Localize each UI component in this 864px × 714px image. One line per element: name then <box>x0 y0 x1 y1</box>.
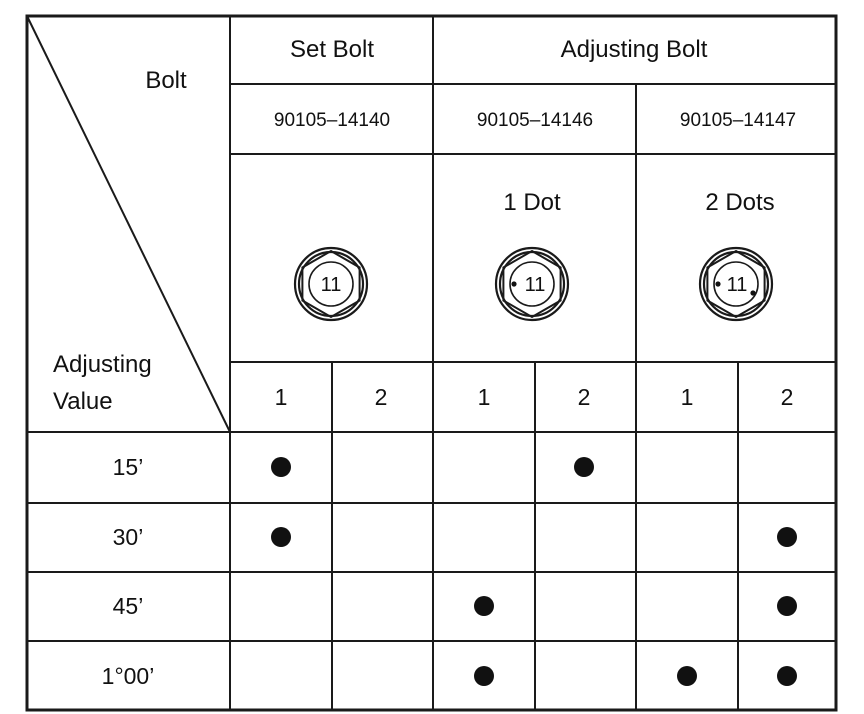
bolt-head-icon-1-dot: 11 <box>494 246 570 322</box>
adjusting-value-label: 15’ <box>113 454 144 480</box>
selection-dot-icon <box>677 666 697 686</box>
bolt-head-number: 11 <box>321 274 342 296</box>
table-row: 15’ <box>113 454 594 480</box>
set-bolt-header: Set Bolt <box>290 36 374 63</box>
selection-dot-icon <box>777 666 797 686</box>
part-number-adjust-2: 90105–14147 <box>680 110 796 131</box>
part-number-set: 90105–14140 <box>274 110 390 131</box>
selection-dot-icon <box>574 457 594 477</box>
sub-column-header: 1 <box>478 384 491 410</box>
sub-column-header: 1 <box>275 384 288 410</box>
table-row: 45’ <box>113 593 797 619</box>
bolt-dot-icon <box>511 281 517 287</box>
bolt-type-label-2-dots: 2 Dots <box>705 189 774 216</box>
sub-column-header: 2 <box>781 384 794 410</box>
bolt-type-label-1-dot: 1 Dot <box>503 189 561 216</box>
bolt-dot-icon <box>750 290 756 296</box>
bolt-head-number: 11 <box>525 274 546 296</box>
adjusting-value-label: 45’ <box>113 593 144 619</box>
sub-column-header: 2 <box>578 384 591 410</box>
adjusting-value-label: 1°00’ <box>102 663 155 689</box>
bolt-head-icon-2-dots: 11 <box>698 246 774 322</box>
adjusting-value-rows: 15’ 30’ 45’ 1°00’ <box>102 454 797 689</box>
part-number-adjust-1: 90105–14146 <box>477 110 593 131</box>
selection-dot-icon <box>777 527 797 547</box>
bolt-head-icon-set: 11 <box>293 246 369 322</box>
corner-bolt-label: Bolt <box>145 67 187 94</box>
table-grid <box>25 14 838 712</box>
sub-column-header: 2 <box>375 384 388 410</box>
adjusting-value-label: 30’ <box>113 524 144 550</box>
selection-dot-icon <box>271 457 291 477</box>
selection-dot-icon <box>271 527 291 547</box>
bolt-head-number: 11 <box>727 274 748 296</box>
corner-adjusting-label: Adjusting <box>53 351 152 378</box>
bolt-dot-icon <box>715 281 721 287</box>
table-row: 1°00’ <box>102 663 797 689</box>
selection-dot-icon <box>474 666 494 686</box>
adjusting-bolt-header: Adjusting Bolt <box>561 36 708 63</box>
selection-dot-icon <box>777 596 797 616</box>
sub-column-headers: 1 2 1 2 1 2 <box>275 384 794 410</box>
table-row: 30’ <box>113 524 797 550</box>
selection-dot-icon <box>474 596 494 616</box>
corner-value-label: Value <box>53 388 113 415</box>
sub-column-header: 1 <box>681 384 694 410</box>
corner-diagonal <box>26 15 231 433</box>
